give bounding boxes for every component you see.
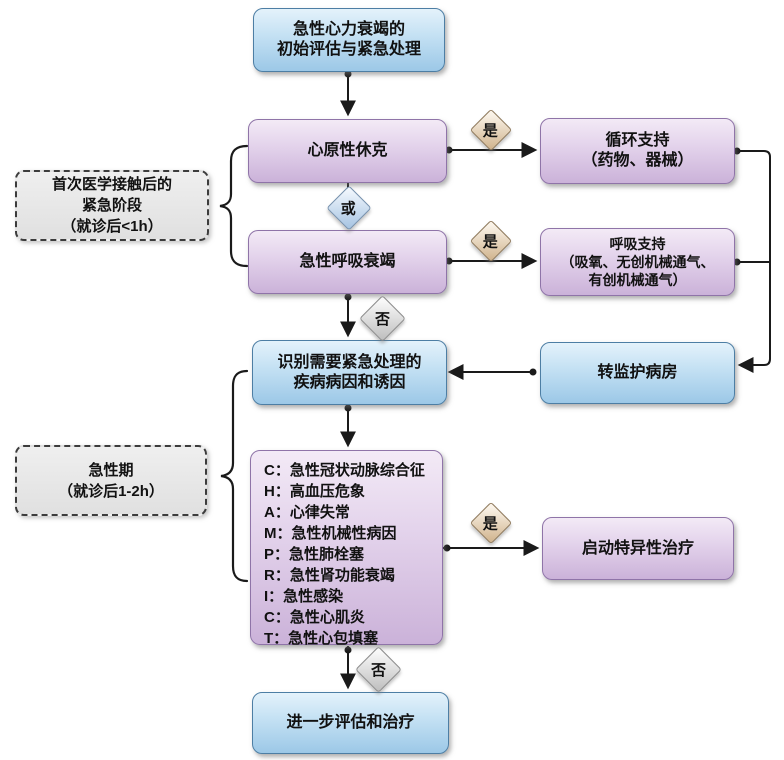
champ-item: I：急性感染 [264, 588, 344, 605]
brace-stage-1 [219, 144, 249, 268]
node-further-evaluation: 进一步评估和治疗 [252, 692, 449, 754]
node-text: 急性呼吸衰竭 [299, 253, 396, 270]
stage-text: 首次医学接触后的 [51, 176, 172, 193]
decision-label: 否 [374, 310, 391, 328]
champ-item: C：急性冠状动脉综合征 [264, 462, 425, 479]
decision-label: 是 [483, 515, 499, 533]
node-text: 进一步评估和治疗 [286, 714, 415, 731]
stage-text: （就诊后1-2h） [58, 482, 164, 500]
node-cardiogenic-shock: 心原性休克 [248, 119, 447, 183]
node-initial-assessment: 急性心力衰竭的 初始评估与紧急处理 [253, 8, 445, 72]
arrow-circsupport-to-icu [733, 150, 771, 373]
node-circulatory-support: 循环支持 （药物、器械） [540, 118, 735, 184]
stage-label-urgent-phase: 首次医学接触后的 紧急阶段 （就诊后<1h） [15, 170, 209, 241]
champ-item: H：高血压危象 [264, 483, 365, 500]
champ-item: T：急性心包填塞 [264, 630, 379, 647]
node-text: 急性心力衰竭的 [292, 21, 405, 38]
connector-dots [344, 70, 741, 654]
node-specific-treatment: 启动特异性治疗 [542, 517, 734, 580]
node-text: 转监护病房 [597, 364, 678, 381]
node-text: 疾病病因和诱因 [293, 373, 406, 391]
decision-label: 是 [483, 233, 499, 251]
node-identify-etiology: 识别需要紧急处理的 疾病病因和诱因 [252, 340, 447, 405]
brace-stage-2 [220, 369, 249, 583]
champ-item: C：急性心肌炎 [264, 609, 365, 626]
node-transfer-icu: 转监护病房 [540, 342, 735, 404]
node-champ-rict-list: C：急性冠状动脉综合征 H：高血压危象 A：心律失常 M：急性机械性病因 P：急… [250, 450, 443, 647]
stage-label-acute-phase: 急性期 （就诊后1-2h） [15, 445, 207, 516]
node-text: 有创机械通气） [588, 272, 687, 288]
stage-text: 急性期 [88, 461, 134, 479]
champ-item: M：急性机械性病因 [264, 525, 397, 542]
node-text: 启动特异性治疗 [581, 539, 694, 557]
node-text: 呼吸支持 [609, 236, 666, 252]
champ-item: R：急性肾功能衰竭 [264, 567, 395, 584]
stage-text: 紧急阶段 [81, 197, 142, 214]
decision-label: 是 [483, 122, 499, 140]
decision-label: 或 [341, 200, 357, 218]
node-text: 循环支持 [605, 132, 670, 149]
node-text: 初始评估与紧急处理 [276, 41, 421, 58]
node-text: （吸氧、无创机械通气、 [560, 254, 715, 270]
node-respiratory-support: 呼吸支持 （吸氧、无创机械通气、 有创机械通气） [540, 228, 735, 296]
stage-text: （就诊后<1h） [61, 218, 163, 235]
champ-item: P：急性肺栓塞 [264, 546, 365, 563]
node-text: （药物、器械） [581, 152, 694, 169]
node-acute-respiratory-failure: 急性呼吸衰竭 [248, 230, 447, 294]
champ-item: A：心律失常 [264, 504, 350, 521]
decision-label: 否 [370, 661, 387, 679]
node-text: 心原性休克 [307, 142, 388, 159]
node-text: 识别需要紧急处理的 [277, 353, 422, 371]
